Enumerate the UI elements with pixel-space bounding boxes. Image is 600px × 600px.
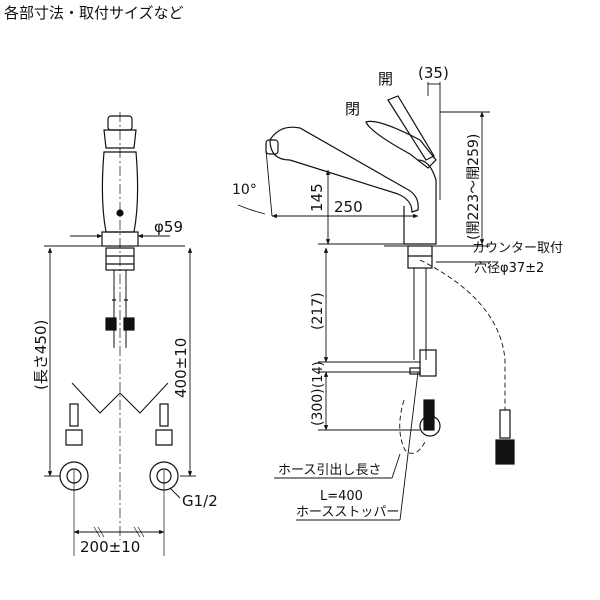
spout xyxy=(269,126,419,213)
front-dimensions xyxy=(44,233,196,538)
label-length-450: (長さ450) xyxy=(32,320,50,390)
label-dim-14: (14) xyxy=(311,361,326,388)
label-hose-pull-2: L=400 xyxy=(320,489,363,504)
right-fitting xyxy=(499,409,511,439)
label-dim-217: (217) xyxy=(310,292,326,330)
label-counter-hole-1: カウンター取付 xyxy=(472,241,563,256)
right-pipe xyxy=(159,403,169,427)
label-open-top: 開 xyxy=(378,70,393,88)
spout-head xyxy=(265,139,279,155)
page-title: 各部寸法・取付サイズなど xyxy=(4,4,184,22)
label-dim-35: (35) xyxy=(418,64,449,82)
label-hose-pull-1: ホース引出し長さ xyxy=(278,463,381,478)
side-view xyxy=(265,95,515,465)
label-dim-300: (300) xyxy=(310,388,326,426)
label-dim-250: 250 xyxy=(334,198,363,216)
label-dim-200-10: 200±10 xyxy=(80,538,140,556)
label-angle: 10° xyxy=(232,182,257,198)
lever-open xyxy=(387,95,435,161)
label-closed: 閉 xyxy=(345,100,360,118)
label-dim-145: 145 xyxy=(308,183,326,212)
side-mount xyxy=(407,245,433,269)
label-dim-59: φ59 xyxy=(154,218,183,236)
label-counter-hole-2: 穴径φ37±2 xyxy=(474,261,544,276)
lever-closed xyxy=(365,120,437,169)
side-dimensions xyxy=(237,82,490,521)
label-thread: G1/2 xyxy=(182,492,218,510)
front-logo-dot xyxy=(116,209,124,217)
left-pipe xyxy=(69,403,79,427)
front-view xyxy=(59,112,185,556)
faucet-body xyxy=(403,159,437,245)
label-open-range: (開223～開259) xyxy=(466,134,482,240)
labels: 開 (35) 閉 (開223～開259) 10° 145 250 φ59 カウン… xyxy=(32,64,563,556)
front-mount xyxy=(105,247,135,271)
label-dim-400-10: 400±10 xyxy=(172,338,190,398)
front-handle xyxy=(103,129,137,149)
label-hose-stopper: ホースストッパー xyxy=(296,505,399,520)
